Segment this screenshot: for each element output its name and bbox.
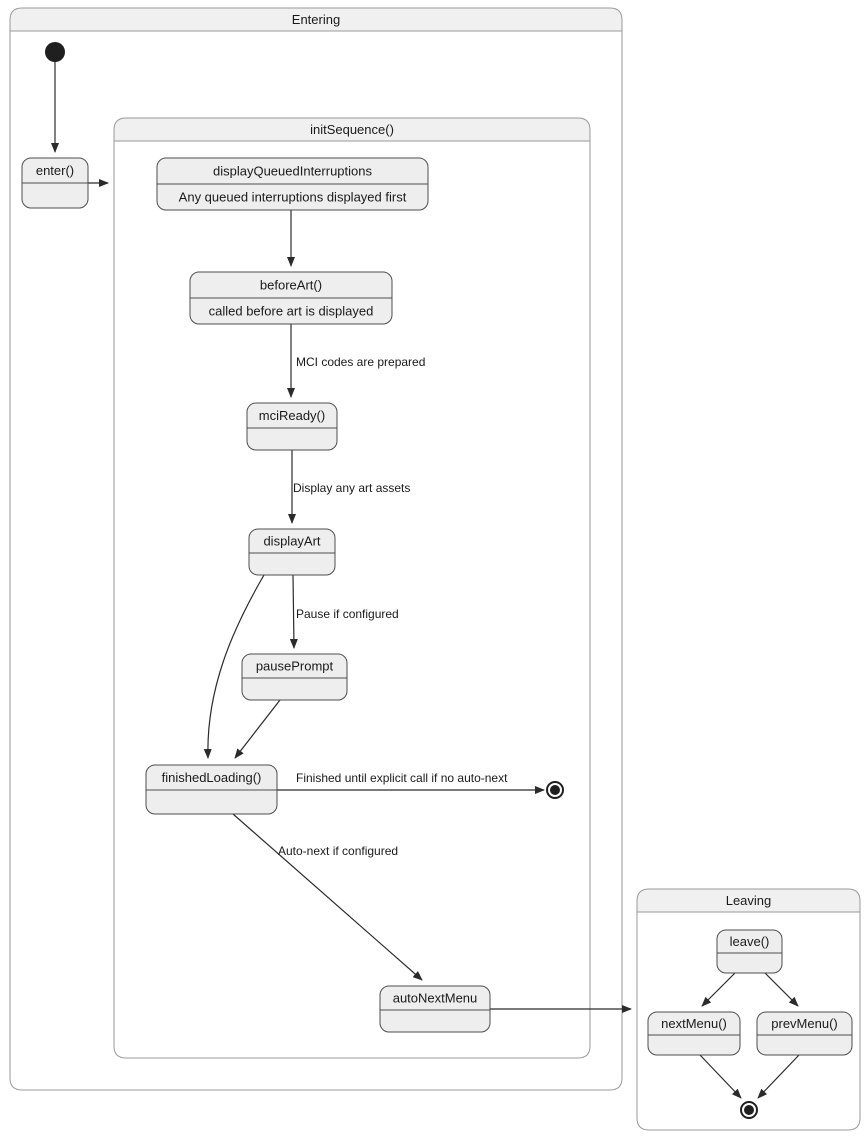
state-box-mciReady bbox=[246, 402, 338, 451]
state-leave[interactable]: leave() bbox=[716, 929, 783, 974]
composite-state-leaving[interactable]: Leaving bbox=[636, 888, 861, 1131]
transition-label-t-beforeArt-mciReady: MCI codes are prepared bbox=[296, 355, 425, 369]
composite-title-entering: Entering bbox=[292, 12, 340, 27]
state-prevMenu[interactable]: prevMenu() bbox=[756, 1011, 853, 1056]
transition-t-prevMenu-final[interactable] bbox=[757, 1054, 800, 1099]
composite-title-initSequence: initSequence() bbox=[310, 122, 394, 137]
state-title-pausePrompt: pausePrompt bbox=[256, 658, 334, 673]
composite-state-initSequence[interactable]: initSequence() bbox=[113, 117, 591, 1059]
transition-t-pausePrompt-finishedLoading[interactable] bbox=[234, 699, 281, 759]
transition-label-t-displayArt-pausePrompt: Pause if configured bbox=[296, 607, 399, 621]
initial-state-node-initial-entering[interactable] bbox=[45, 42, 65, 62]
state-box-autoNextMenu bbox=[379, 985, 491, 1033]
composite-body-leaving bbox=[636, 911, 861, 1131]
state-title-enter: enter() bbox=[36, 163, 74, 178]
state-pausePrompt[interactable]: pausePrompt bbox=[241, 653, 348, 701]
final-node-core-icon bbox=[550, 785, 560, 795]
state-title-mciReady: mciReady() bbox=[259, 408, 325, 423]
composite-body-initSequence bbox=[113, 140, 591, 1059]
state-enter[interactable]: enter() bbox=[21, 157, 89, 209]
state-mciReady[interactable]: mciReady() bbox=[246, 402, 338, 451]
final-node-core-icon bbox=[744, 1105, 754, 1115]
transition-label-t-finishedLoading-autoNextMenu: Auto-next if configured bbox=[278, 844, 398, 858]
state-box-prevMenu bbox=[756, 1011, 853, 1056]
transition-t-leave-nextMenu[interactable] bbox=[701, 972, 736, 1007]
state-title-leave: leave() bbox=[730, 934, 770, 949]
transition-t-displayArt-finishedLoading[interactable] bbox=[203, 574, 265, 759]
state-title-nextMenu: nextMenu() bbox=[661, 1016, 727, 1031]
composite-header-entering bbox=[9, 7, 623, 32]
final-state-node-final-leaving[interactable] bbox=[740, 1101, 758, 1119]
state-box-pausePrompt bbox=[241, 653, 348, 701]
state-title-displayArt: displayArt bbox=[263, 533, 320, 548]
composite-header-leaving bbox=[636, 888, 861, 913]
state-beforeArt[interactable]: beforeArt() called before art is displaye… bbox=[189, 271, 393, 325]
composite-title-leaving: Leaving bbox=[726, 893, 772, 908]
transition-t-leave-prevMenu[interactable] bbox=[764, 972, 799, 1007]
state-autoNextMenu[interactable]: autoNextMenu bbox=[379, 985, 491, 1033]
state-title-beforeArt: beforeArt() bbox=[260, 277, 322, 292]
state-title-displayQueuedInterruptions: displayQueuedInterruptions bbox=[213, 163, 372, 178]
state-displayArt[interactable]: displayArt bbox=[248, 528, 336, 576]
transitions-group bbox=[51, 62, 800, 1099]
state-box-nextMenu bbox=[647, 1011, 741, 1056]
transition-label-t-finishedLoading-final: Finished until explicit call if no auto-… bbox=[296, 771, 508, 785]
state-body-displayQueuedInterruptions: Any queued interruptions displayed first bbox=[179, 189, 407, 204]
initial-node-icon bbox=[45, 42, 65, 62]
state-title-autoNextMenu: autoNextMenu bbox=[393, 990, 478, 1005]
state-box-leave bbox=[716, 929, 783, 974]
final-state-node-final-entering[interactable] bbox=[546, 781, 564, 799]
transition-t-nextMenu-final[interactable] bbox=[699, 1054, 742, 1099]
state-title-prevMenu: prevMenu() bbox=[771, 1016, 837, 1031]
state-title-finishedLoading: finishedLoading() bbox=[162, 770, 262, 785]
transition-label-t-mciReady-displayArt: Display any art assets bbox=[293, 481, 410, 495]
state-box-displayArt bbox=[248, 528, 336, 576]
state-body-beforeArt: called before art is displayed bbox=[209, 303, 374, 318]
pseudostates-group bbox=[45, 42, 758, 1119]
transition-t-finishedLoading-autoNextMenu[interactable] bbox=[232, 813, 423, 981]
composite-header-initSequence bbox=[113, 117, 591, 142]
state-finishedLoading[interactable]: finishedLoading() bbox=[145, 764, 278, 815]
state-nextMenu[interactable]: nextMenu() bbox=[647, 1011, 741, 1056]
transition-t-displayArt-pausePrompt[interactable] bbox=[289, 574, 298, 649]
